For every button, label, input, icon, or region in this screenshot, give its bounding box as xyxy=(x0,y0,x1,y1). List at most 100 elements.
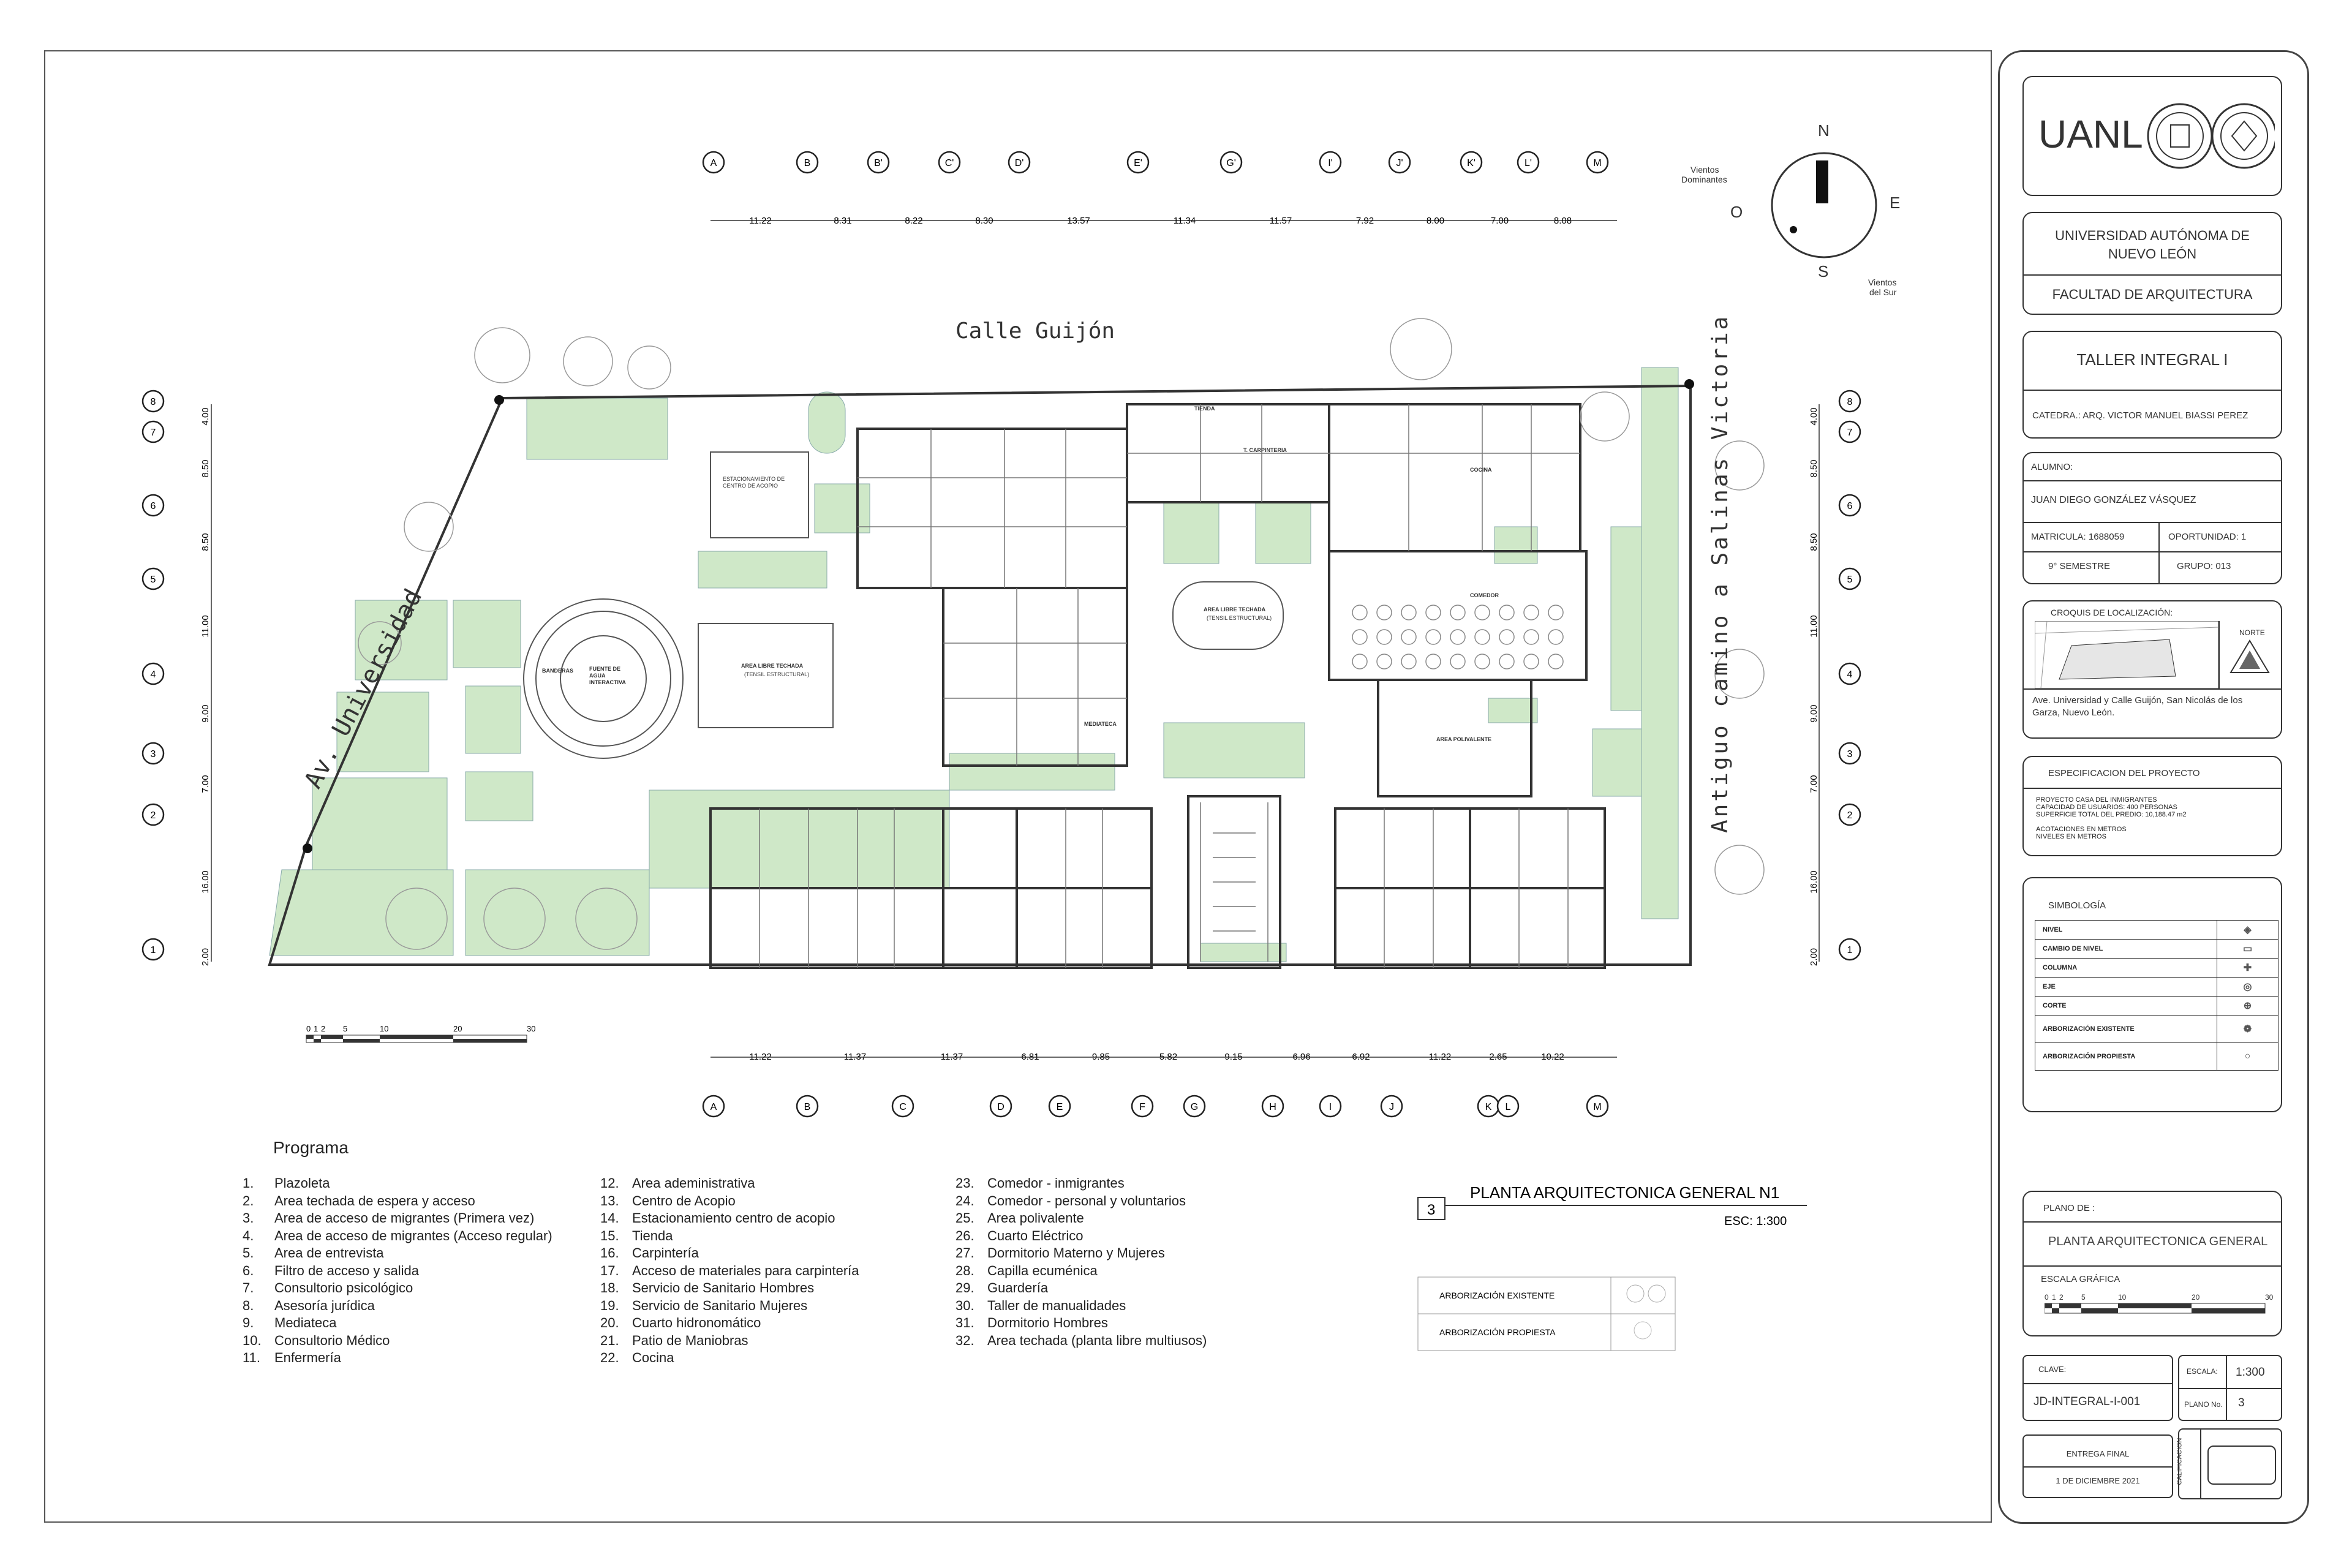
symbology-row: ARBORIZACIÓN EXISTENTE❁ xyxy=(2035,1016,2278,1043)
symbology-label: EJE xyxy=(2043,983,2056,990)
program-item: 3.Area de acceso de migrantes (Primera v… xyxy=(243,1210,552,1227)
floor-plan-drawing: Calle Guijón Av. Universidad Antiguo cam… xyxy=(141,121,1900,1351)
calificacion-label: CALIFICACION xyxy=(2176,1438,2184,1485)
axis-bubble-bottom xyxy=(1048,1095,1071,1118)
axis-bubble-bottom-label: J xyxy=(1389,1102,1394,1112)
uanl-logo: UANL xyxy=(2038,112,2143,156)
program-item-label: Guardería xyxy=(987,1280,1049,1295)
program-item-number: 13. xyxy=(600,1193,619,1208)
axis-bubble-right xyxy=(1838,938,1861,961)
axis-bubble-top xyxy=(1517,151,1540,174)
winds-south-2: del Sur xyxy=(1869,287,1897,297)
program-item: 6. Filtro de acceso y salida xyxy=(243,1262,552,1280)
program-item-number: 25. xyxy=(956,1210,974,1226)
program-item-number: 3. xyxy=(243,1210,254,1226)
axis-bubble-left-label: 8 xyxy=(151,397,156,407)
student-name: JUAN DIEGO GONZÁLEZ VÁSQUEZ xyxy=(2031,495,2196,505)
program-item: 17.Acceso de materiales para carpintería xyxy=(600,1262,859,1280)
dimension-label: 7.00 xyxy=(1809,775,1819,793)
winds-dominant-2: Dominantes xyxy=(1681,175,1727,184)
axis-bubble-right xyxy=(1838,420,1861,443)
dimension-label: 7.92 xyxy=(1356,216,1374,226)
axis-bubble-bottom-label: F xyxy=(1139,1102,1145,1112)
spec-line: PROYECTO CASA DEL INMIGRANTES xyxy=(2036,796,2157,804)
axis-bubble-top-label: J' xyxy=(1396,158,1403,168)
program-item-label: Acceso de materiales para carpintería xyxy=(632,1262,859,1278)
room-label-dining: COMEDOR xyxy=(1470,592,1499,598)
room-label-covered-area: AREA LIBRE TECHADA xyxy=(741,663,804,669)
symbology-label: CAMBIO DE NIVEL xyxy=(2043,945,2103,952)
program-item-number: 11. xyxy=(243,1350,260,1365)
symbology-icon: ▭ xyxy=(2217,940,2278,958)
axis-bubble-left-label: 3 xyxy=(151,749,156,760)
axis-bubble-right xyxy=(1838,390,1861,413)
axis-bubble-bottom-label: A xyxy=(710,1102,717,1112)
axis-bubble-top xyxy=(1008,151,1031,174)
symbology-table: NIVEL◈CAMBIO DE NIVEL▭COLUMNA✚EJE◎CORTE⊕… xyxy=(2035,920,2278,1071)
plano-name: PLANTA ARQUITECTONICA GENERAL xyxy=(2048,1235,2268,1248)
trees xyxy=(358,318,1765,950)
program-item-label: Estacionamiento centro de acopio xyxy=(632,1210,835,1226)
axis-bubble-top-label: M xyxy=(1593,158,1601,168)
grade-box: CALIFICACION xyxy=(2176,1428,2282,1499)
dimension-label: 4.00 xyxy=(200,407,211,425)
dining-tables xyxy=(1352,605,1564,669)
program-item-number: 19. xyxy=(600,1297,619,1313)
title-block xyxy=(1998,50,2309,1524)
croquis-title: CROQUIS DE LOCALIZACIÓN: xyxy=(2051,608,2173,617)
program-item: 4.Area de acceso de migrantes (Acceso re… xyxy=(243,1227,552,1245)
axis-bubble-left xyxy=(141,938,165,961)
program-item-label: Area techada (planta libre multiusos) xyxy=(987,1332,1207,1348)
axis-bubble-right xyxy=(1838,567,1861,590)
axis-bubble-top xyxy=(1586,151,1609,174)
dimension-label: 11.22 xyxy=(749,216,771,226)
program-item-label: Cuarto hidronomático xyxy=(632,1315,761,1330)
program-item-number: 8. xyxy=(243,1297,254,1313)
dimension-label: 4.00 xyxy=(1809,407,1819,425)
axis-bubble-top xyxy=(1388,151,1411,174)
axis-bubble-left xyxy=(141,567,165,590)
plano-no-label: PLANO No. xyxy=(2184,1400,2223,1409)
axis-bubble-right-label: 2 xyxy=(1847,810,1853,821)
program-item: 22.Cocina xyxy=(600,1349,859,1367)
axis-bubble-left xyxy=(141,390,165,413)
program-item: 9.Mediateca xyxy=(243,1314,552,1332)
axis-bubble-bottom xyxy=(1261,1095,1284,1118)
scale-tick-label: 30 xyxy=(527,1024,535,1033)
symbology-row: CAMBIO DE NIVEL ▭ xyxy=(2035,940,2278,959)
axis-bubble-top xyxy=(796,151,819,174)
spec-title: ESPECIFICACION DEL PROYECTO xyxy=(2048,768,2200,778)
axis-bubble-bottom xyxy=(1496,1095,1520,1118)
axis-lines xyxy=(211,404,1820,1058)
axis-bubble-left xyxy=(141,420,165,443)
axis-bubble-left-label: 5 xyxy=(151,575,156,585)
location-sketch-map xyxy=(2035,621,2218,688)
scale-tick-label: 2 xyxy=(321,1024,325,1033)
program-item-label: Filtro de acceso y salida xyxy=(274,1262,419,1278)
axis-bubble-left xyxy=(141,803,165,826)
axis-bubble-bottom-label: K xyxy=(1485,1102,1492,1112)
dimension-label: 7.00 xyxy=(200,775,211,793)
plan-name: PLANTA ARQUITECTONICA GENERAL N1 xyxy=(1470,1183,1779,1202)
axis-bubble-bottom-label: E xyxy=(1057,1102,1063,1112)
scale-tick-label: 10 xyxy=(2118,1293,2127,1302)
symbology-row: CORTE⊕ xyxy=(2035,997,2278,1016)
program-title: Programa xyxy=(273,1138,349,1157)
axis-bubble-top-label: B xyxy=(804,158,811,168)
location-sketch-box: CROQUIS DE LOCALIZACIÓN: NORTE Ave. Univ… xyxy=(2022,600,2282,739)
grade-field[interactable] xyxy=(2207,1446,2276,1485)
escala-grafica-label: ESCALA GRÁFICA xyxy=(2041,1274,2120,1284)
catedra: CATEDRA.: ARQ. VICTOR MANUEL BIASSI PERE… xyxy=(2032,410,2248,421)
symbology-icon: ○ xyxy=(2217,1043,2278,1070)
north-compass: N S E O Vientos Dominantes Vientos del S… xyxy=(1681,121,1900,297)
axis-bubble-top-label: G' xyxy=(1226,158,1236,168)
dimension-label: 8.50 xyxy=(200,533,211,551)
program-item-number: 18. xyxy=(600,1280,619,1295)
scale-tick-label: 5 xyxy=(343,1024,347,1033)
program-item-number: 6. xyxy=(243,1262,254,1278)
dimension-label: 11.00 xyxy=(200,615,211,637)
